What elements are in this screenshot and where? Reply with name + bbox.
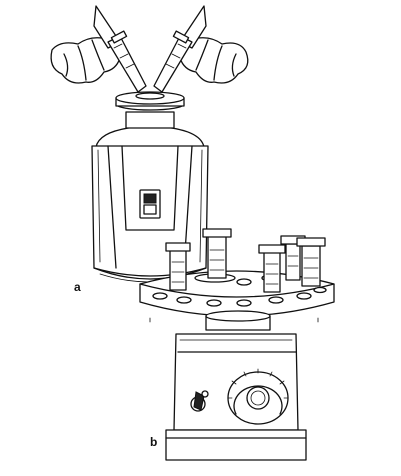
tube-rack-tube-4 — [280, 235, 306, 281]
tube-right — [153, 30, 193, 93]
tube-rack-tube-5 — [296, 237, 326, 287]
power-switch — [139, 189, 161, 219]
tube-left — [107, 30, 147, 93]
tube-rack-tube-2 — [202, 228, 232, 279]
tube-rack-tube-1 — [165, 242, 191, 291]
panel-label-a: a — [74, 280, 81, 294]
speed-dial — [227, 368, 289, 425]
on-off-knob — [190, 390, 209, 412]
tube-rack-tube-3 — [258, 244, 286, 293]
panel-label-b: b — [150, 435, 157, 449]
mixer-cup-head — [115, 91, 185, 129]
panel-b-illustration: b — [139, 228, 335, 461]
